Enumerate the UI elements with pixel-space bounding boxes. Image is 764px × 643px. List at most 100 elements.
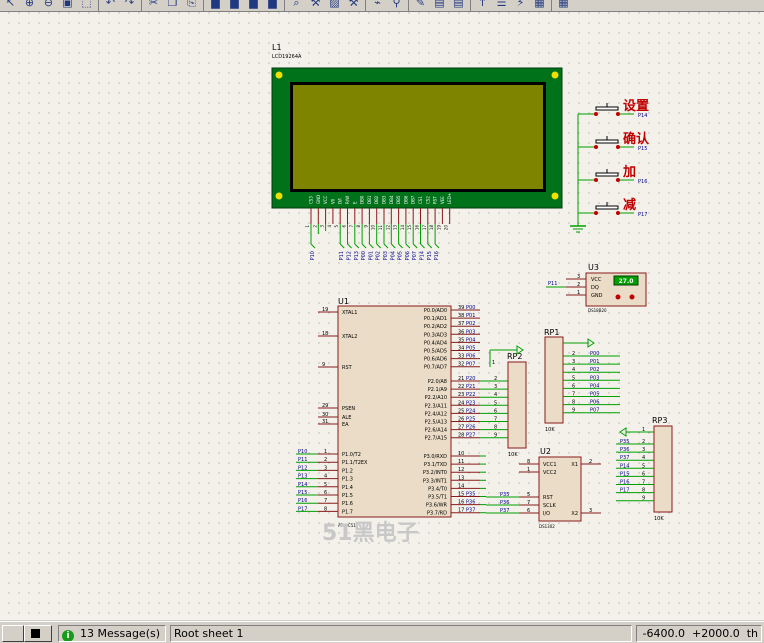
u1-pin-number: 4 [324,474,327,480]
pcb-icon[interactable]: ▦ [558,0,569,9]
undo-icon[interactable]: ↶ [105,0,116,9]
u1-pin-number: 6 [324,490,327,496]
toolbar-separator [203,0,204,11]
lcd-pin-number: 16 [415,225,420,231]
rp2-pin-number: 7 [494,417,497,423]
make-device-icon[interactable]: ⚒ [310,0,321,9]
u2-net-label: P35 [500,492,509,498]
u1-pin-number: 21 [458,376,464,382]
paste-icon[interactable]: ⎘ [187,0,196,9]
rp1-body[interactable] [544,336,564,424]
u3-button[interactable] [629,294,635,300]
u1-pin-name: P2.4/A12 [425,411,447,417]
zoom-in-icon[interactable]: ⊕ [24,0,35,9]
button-net-label: P17 [638,212,647,218]
rp3-net-label: P14 [620,463,629,469]
rp3-pin-number: 4 [642,455,645,461]
u1-port0-net: P05 [466,346,475,352]
u1-port2-net: P25 [466,417,475,423]
rp1-pin-number: 4 [572,367,575,373]
u1-pin-name: P3.6/WR [426,503,448,509]
u2-net-label: P37 [500,508,509,514]
block-copy-icon[interactable]: ▆ [211,0,220,9]
u1-port0-net: P06 [466,354,475,360]
zoom-area-icon[interactable]: ⬚ [81,0,92,9]
rp2-power-terminal [516,345,524,355]
lcd-net-wire [434,243,440,249]
rp2-body[interactable] [507,361,527,449]
u1-port1-net: P16 [298,498,307,504]
u1-pin-number: 5 [324,482,327,488]
button-plunger[interactable] [595,172,619,177]
button-net-label: P14 [638,113,647,119]
zoom-all-icon[interactable]: ▣ [62,0,73,9]
rp1-net-label: P03 [590,375,599,381]
cut-icon[interactable]: ✂ [148,0,159,9]
property-tool-icon[interactable]: ✎ [415,0,426,9]
lcd-net-label: P10 [310,251,316,260]
button-plunger[interactable] [595,139,619,144]
u1-pin-name: P2.2/A10 [425,395,447,401]
u1-pin-number: 15 [458,492,464,498]
electrical-check-icon[interactable]: ⚡ [516,0,525,9]
coord-unit: th [746,627,758,640]
u1-pin-name: P3.1/TXD [424,462,447,468]
lcd-type: LCD19264A [272,54,302,60]
u1-port3-net: P37 [466,508,475,514]
u2-pin-name: I/O [543,511,550,517]
lcd-pin-number: 17 [422,225,427,231]
rp1-net-label: P00 [590,351,599,357]
rp3-body[interactable] [653,425,673,513]
lcd-net-wire [376,243,382,249]
rp2-pin-number: 4 [494,392,497,398]
lcd-pin-number: 10 [371,225,376,231]
lcd-pin-number: 8 [356,225,361,228]
u3-button[interactable] [615,294,621,300]
u1-pin-name: P1.4 [342,485,353,491]
cursor-icon[interactable]: ↖ [5,0,16,9]
rp3-pin-number: 7 [642,480,645,486]
block-delete-icon[interactable]: ▆ [268,0,277,9]
search-tag-icon[interactable]: ⚲ [392,0,401,9]
coord-y: +2000.0 [691,627,740,640]
redo-icon[interactable]: ↷ [124,0,135,9]
u2-body[interactable] [538,456,582,522]
u3-pin-number: 1 [577,290,580,296]
lcd-net-label: P01 [368,251,374,260]
block-rotate-icon[interactable]: ▆ [249,0,258,9]
play-button[interactable] [2,625,24,642]
lcd-pin-name: E [352,201,357,204]
stop-button[interactable] [24,625,52,642]
lcd-pin-number: 14 [400,225,405,231]
bill-of-materials-icon[interactable]: ☰ [496,0,507,9]
exit-to-parent-icon[interactable]: ↑ [477,0,488,9]
copy-icon[interactable]: ❐ [167,0,178,9]
decompose-icon[interactable]: ⚒ [348,0,359,9]
lcd-net-wire [398,243,403,249]
rp3-net-label: P15 [620,471,629,477]
button-plunger[interactable] [595,205,619,210]
button-contact [594,145,598,149]
u1-port0-net: P04 [466,337,475,343]
wire-autorouter-icon[interactable]: ⌁ [374,0,381,9]
u1-pin-name: EA [342,422,349,428]
rp1-net-label: P04 [590,383,599,389]
zoom-out-icon[interactable]: ⊖ [43,0,54,9]
u1-body[interactable] [337,305,452,518]
button-plunger[interactable] [595,106,619,111]
u1-pin-name: P0.2/AD2 [424,324,447,330]
new-sheet-icon[interactable]: ▤ [434,0,445,9]
block-move-icon[interactable]: ▆ [230,0,239,9]
remove-sheet-icon[interactable]: ▤ [453,0,464,9]
u1-pin-number: 11 [458,459,464,465]
netlist-icon[interactable]: ▦ [534,0,545,9]
pick-device-icon[interactable]: ⌕ [293,0,300,9]
u1-port2-net: P20 [466,376,475,382]
u1-pin-number: 31 [322,419,328,425]
u1-pin-number: 34 [458,346,464,352]
package-icon[interactable]: ▨ [329,0,340,9]
toolbar-separator [551,0,552,11]
